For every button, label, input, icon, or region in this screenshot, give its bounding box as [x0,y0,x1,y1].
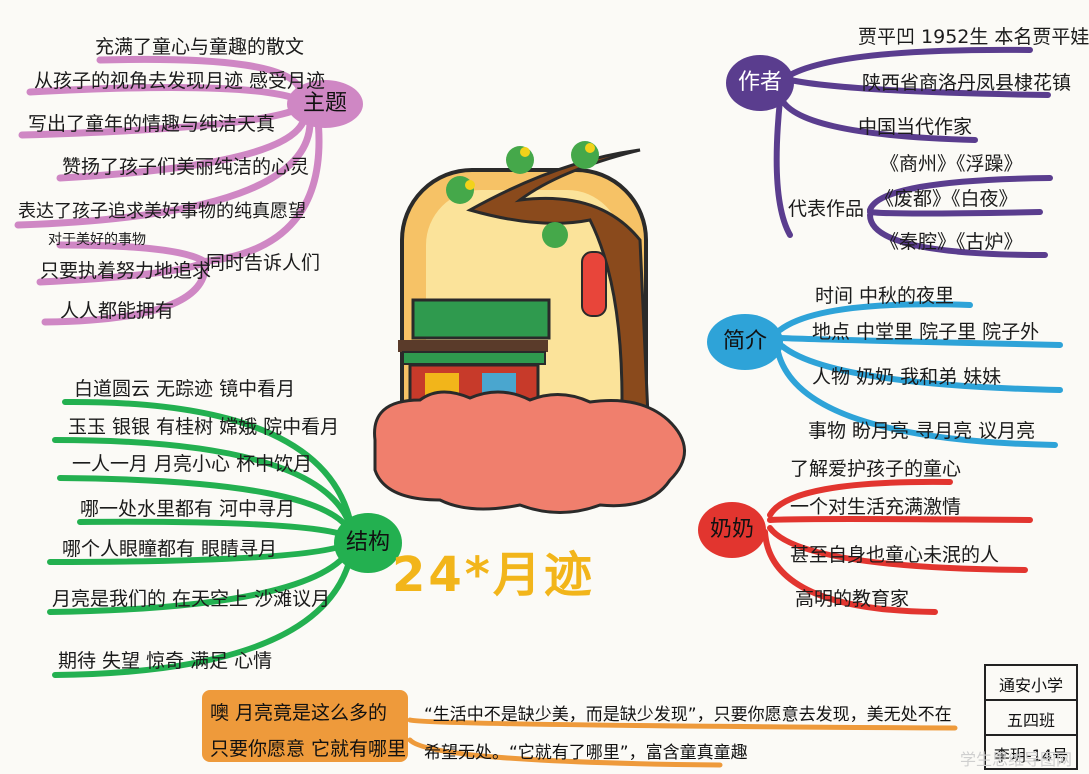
intro-node-bg [707,314,783,370]
footer-left-box [202,690,408,762]
tree-trunk [466,148,652,462]
structure-item: 玉玉 银银 有桂树 嫦娥 院中看月 [68,416,340,438]
author-node: 作者 [737,70,782,95]
school-name: 通安小学 [998,676,1063,695]
footer-right-line: 希望无处。“它就有了哪里”，富含童真童趣 [424,743,748,763]
intro-item: 时间 中秋的夜里 [815,285,955,307]
topic-item: 表达了孩子追求美好事物的纯真愿望 [18,201,306,222]
author-item: 贾平凹 1952生 本名贾平娃 [858,26,1089,48]
grandma-node-bg [698,502,766,558]
watermark: 学生思维导图网 [959,750,1072,769]
topic-item: 赞扬了孩子们美丽纯洁的心灵 [62,156,310,178]
footer-left-line: 噢 月亮竟是这么多的 [210,702,388,724]
intro-branches [775,301,1063,448]
grandma-branches [762,478,1033,615]
topic-sub-connector: 同时告诉人们 [206,252,321,274]
flower [520,147,530,157]
pavilion-roof-lower [402,351,546,365]
author-work: 《商州》《浮躁》 [880,153,1023,175]
student-name: 李玥-14号 [993,746,1069,765]
footer-branches [407,717,958,768]
structure-item: 月亮是我们的 在天空上 沙滩议月 [52,588,331,610]
topic-branches [14,55,323,326]
intro-item: 地点 中堂里 院子里 院子外 [812,321,1040,343]
topic-node: 主题 [302,91,347,116]
leaf [506,146,534,174]
pavilion-beam [398,340,548,352]
author-branches [773,46,1053,258]
topic-item: 写出了童年的情趣与纯洁天真 [28,113,276,135]
intro-node: 简介 [722,329,767,354]
structure-item: 期待 失望 惊奇 满足 心情 [58,650,273,672]
page-title: 24*月迹 [392,547,595,603]
leaf [542,222,568,248]
class-name: 五四班 [1006,711,1055,730]
grandma-item: 高明的教育家 [795,588,910,610]
auspicious-cloud [373,390,686,514]
pavilion-roof-upper [411,298,551,340]
school-label-box [984,664,1078,770]
footer-left-line: 只要你愿意 它就有哪里 [210,738,407,760]
grandma-node: 奶奶 [709,517,754,542]
author-works-label: 代表作品 [788,198,865,220]
author-node-bg [726,55,794,111]
structure-node: 结构 [345,530,390,555]
topic-item: 从孩子的视角去发现月迹 感受月迹 [34,70,326,92]
school-label-divider [984,699,1078,701]
structure-item: 一人一月 月亮小心 杯中饮月 [72,453,313,475]
author-item: 陕西省商洛丹凤县棣花镇 [862,72,1072,94]
leaf [571,141,599,169]
topic-sub-item: 人人都能拥有 [60,300,175,322]
structure-item: 哪一处水里都有 河中寻月 [80,498,296,520]
intro-item: 事物 盼月亮 寻月亮 议月亮 [808,420,1036,442]
topic-item: 充满了童心与童趣的散文 [95,36,305,58]
footer-right-line: “生活中不是缺少美，而是缺少发现”，只要你愿意去发现，美无处不在 [424,705,952,725]
author-work: 《废都》《白夜》 [875,188,1018,210]
structure-node-bg [334,513,402,573]
grandma-item: 甚至自身也童心未泯的人 [790,544,1000,566]
topic-sub-item: 只要执着努力地追求 [40,260,212,282]
grandma-item: 一个对生活充满激情 [790,496,962,518]
central-illustration [373,141,686,514]
intro-item: 人物 奶奶 我和弟 妹妹 [812,366,1002,388]
author-item: 中国当代作家 [858,116,973,138]
flower [585,143,595,153]
author-work: 《秦腔》《古炉》 [880,231,1023,253]
structure-item: 哪个人眼瞳都有 眼睛寻月 [62,538,278,560]
lantern [581,251,607,317]
flower [465,180,475,190]
topic-node-bg [287,80,363,128]
structure-item: 白道圆云 无踪迹 镜中看月 [74,378,296,400]
grandma-item: 了解爱护孩子的童心 [790,458,962,480]
topic-sub-item: 对于美好的事物 [48,232,146,248]
school-label-divider [984,734,1078,736]
